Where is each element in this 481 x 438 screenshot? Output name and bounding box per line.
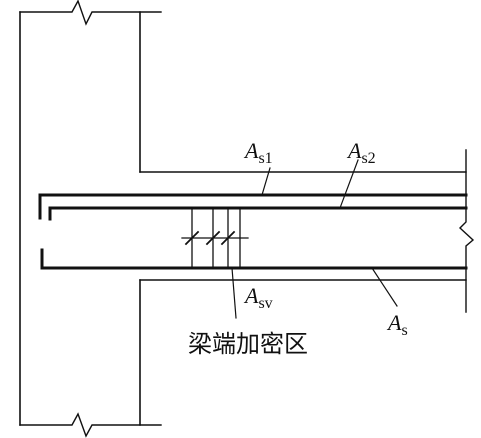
label-asv: Asv <box>243 283 273 312</box>
label-densified-zone: 梁端加密区 <box>188 330 308 358</box>
leader-as2 <box>339 159 359 209</box>
leader-as <box>371 267 398 307</box>
dim-tick-3 <box>220 230 236 246</box>
dim-tick-1 <box>184 230 200 246</box>
bottom-bar-as <box>40 248 468 270</box>
dim-tick-2 <box>205 230 221 246</box>
column-top-break-mark <box>19 0 162 26</box>
label-as1: As1 <box>243 138 273 167</box>
top-bar-as1 <box>38 193 468 220</box>
reinforcement <box>38 193 468 270</box>
column-bottom-break-mark <box>19 412 162 438</box>
beam <box>139 149 475 313</box>
label-as: As <box>386 310 408 339</box>
top-bar-as2 <box>48 206 468 221</box>
leaders <box>231 159 398 319</box>
leader-as1 <box>261 167 271 196</box>
column <box>19 0 162 438</box>
label-as2: As2 <box>346 138 376 167</box>
stirrups <box>181 207 249 269</box>
beam-break-mark <box>458 149 475 313</box>
leader-asv <box>231 267 237 319</box>
